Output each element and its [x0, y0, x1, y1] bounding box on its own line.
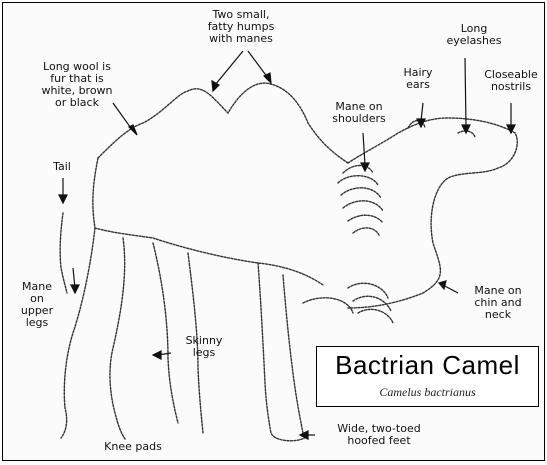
upper-legs-label: Mane on upper legs — [7, 281, 67, 329]
camel-belly-outline — [93, 158, 323, 285]
eyelashes-label: Long eyelashes — [424, 23, 524, 47]
front-leg-outline — [258, 263, 308, 441]
camel-diagram: Two small, fatty humps with manes Long w… — [2, 2, 545, 461]
shoulders-label: Mane on shoulders — [319, 101, 399, 125]
camel-neck-outline — [348, 118, 517, 308]
knee-pads-label: Knee pads — [63, 441, 203, 453]
ears-label: Hairy ears — [388, 67, 448, 91]
nostrils-label: Closeable nostrils — [477, 69, 545, 93]
diagram-subtitle: Camelus bactrianus — [317, 385, 538, 400]
diagram-title: Bactrian Camel — [317, 350, 538, 381]
rear-leg-outline — [61, 228, 125, 439]
wool-label: Long wool is fur that is white, brown or… — [21, 61, 133, 109]
tail-label: Tail — [39, 161, 85, 173]
feet-label: Wide, two-toed hoofed feet — [319, 423, 439, 447]
chin-mane — [303, 283, 393, 323]
humps-label: Two small, fatty humps with manes — [191, 9, 291, 45]
shoulder-mane — [338, 166, 383, 236]
title-box: Bactrian Camel Camelus bactrianus — [316, 346, 539, 407]
camel-back-outline — [98, 83, 348, 163]
chin-label: Mane on chin and neck — [455, 285, 541, 321]
legs-label: Skinny legs — [173, 335, 235, 359]
